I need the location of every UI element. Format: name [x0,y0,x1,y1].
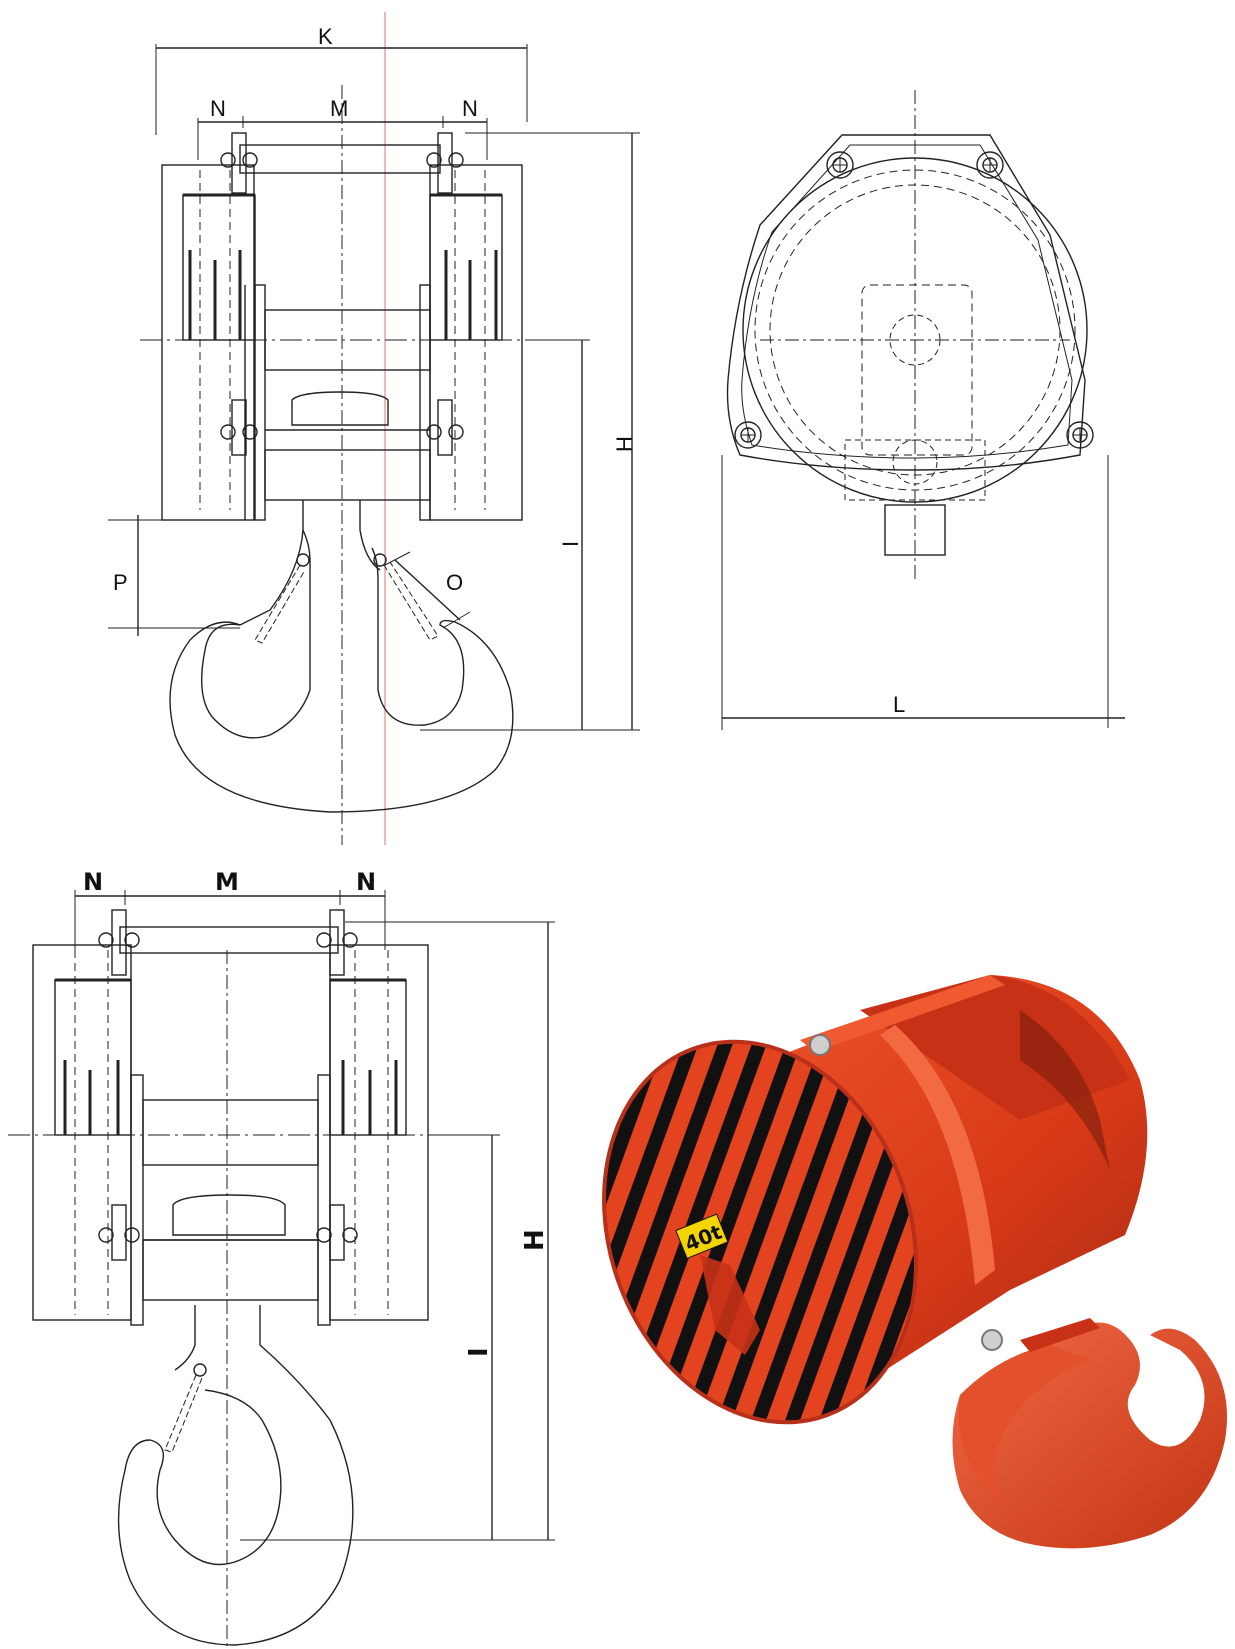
label-k: K [318,24,333,49]
hook-shank [174,1305,196,1371]
label-n-right: N [462,96,478,121]
bolt-icon [809,1034,831,1056]
housing-outline [726,134,1086,471]
left-side-plate [161,164,255,521]
hook-body [169,547,514,813]
label-h: H [612,436,637,452]
label-n-left: N [83,868,103,896]
hook-block-photo: 40t [552,975,1227,1549]
drawing-side-view-bottom [8,890,555,1649]
bolt-icon [981,1329,1003,1351]
bolt-icon [426,399,464,456]
drawing-front-view-top [721,90,1125,730]
right-side-plate [329,944,429,1321]
label-h: H [520,1229,550,1251]
hook-body [117,1305,354,1646]
drawing-side-view-top [108,12,640,845]
label-n-right: N [356,868,376,896]
bolt-icon [316,909,358,976]
top-crossbar [239,144,441,174]
bolt-icon [98,909,140,976]
labels-bottom-left: N M N H I [83,868,550,1357]
right-side-plate [429,164,523,521]
bolt-icon [734,421,762,449]
label-m: M [215,868,239,896]
hook-shank-left [239,500,304,626]
bolt-icon [976,151,1004,179]
label-m: M [330,96,348,121]
bolt-icon [826,151,854,179]
shank-stub [884,504,946,556]
label-i: I [464,1347,494,1357]
latch-pivot-icon [373,553,387,567]
label-n-left: N [210,96,226,121]
latch-pivot-icon [193,1363,207,1377]
label-o: O [446,570,463,595]
bolt-icon [426,132,464,194]
bolt-icon [220,399,258,456]
bolt-icon [98,1204,140,1261]
bolt-icon [220,132,258,194]
bolt-icon [316,1204,358,1261]
top-crossbar [119,926,339,954]
dim-line-o [394,559,461,621]
label-i: I [558,541,583,547]
latch-pivot-icon [296,553,310,567]
bolt-icon [1066,421,1094,449]
label-l: L [893,692,905,717]
left-side-plate [32,944,132,1321]
labels-top-left: K N M N H I P O [113,24,637,595]
label-p: P [113,570,128,595]
